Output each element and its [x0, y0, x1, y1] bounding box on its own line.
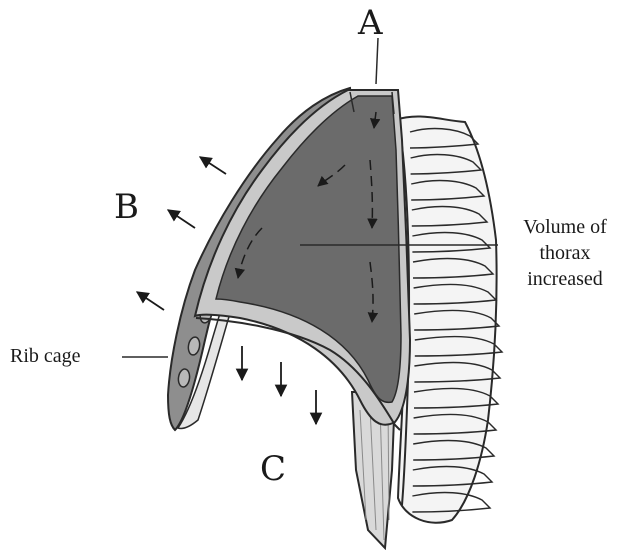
volume-line-1: Volume of [500, 214, 630, 240]
spine [395, 117, 502, 523]
label-b: B [114, 190, 139, 224]
thoracic-cavity [195, 90, 410, 425]
label-volume-increased: Volume of thorax increased [500, 214, 630, 292]
label-c: C [260, 452, 286, 486]
downward-arrows [242, 346, 316, 424]
label-a: A [358, 6, 383, 40]
volume-line-2: thorax [500, 240, 630, 266]
label-rib-cage: Rib cage [10, 346, 81, 366]
volume-line-3: increased [500, 266, 630, 292]
